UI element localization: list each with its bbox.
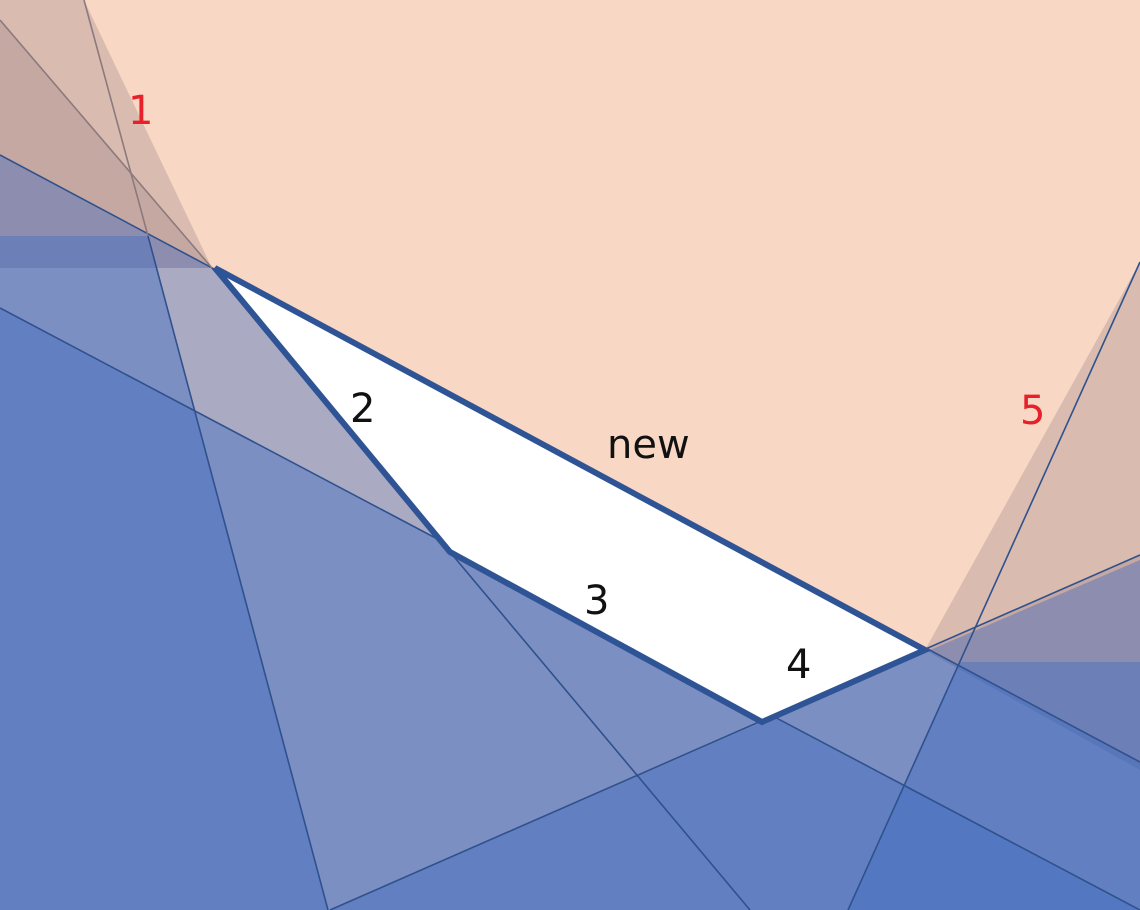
label-2: 2 — [350, 386, 375, 432]
label-3: 3 — [584, 578, 609, 624]
brown-halfplane-right — [925, 262, 1140, 770]
boundary-line-f — [847, 261, 1140, 910]
edge-line-2 — [83, 0, 149, 237]
label-4: 4 — [786, 642, 811, 688]
blue-halfplane-left — [0, 236, 328, 910]
edge-line-1 — [0, 19, 213, 269]
brown-halfplane-left-steep — [0, 0, 212, 268]
label-1: 1 — [128, 88, 153, 134]
boundary-line-e — [329, 554, 1140, 910]
label-new: new — [607, 422, 690, 468]
boundary-line-c — [147, 235, 329, 910]
blue-halfplane-bottom — [330, 560, 1140, 910]
label-5: 5 — [1020, 388, 1045, 434]
new-region-polygon — [212, 265, 932, 726]
brown-halfplane-right-low — [925, 555, 1140, 770]
